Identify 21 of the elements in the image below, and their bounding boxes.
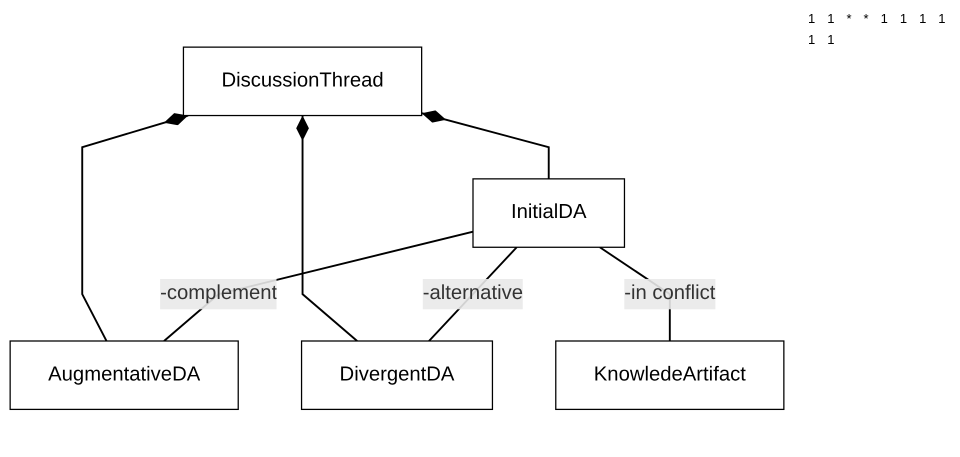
edge-label: -alternative [422, 282, 523, 304]
class-box: DivergentDA [300, 340, 494, 410]
multiplicity: 1 [880, 11, 888, 26]
composition-line [81, 113, 188, 342]
edge-label: -complement [160, 282, 278, 304]
multiplicity: 1 [900, 11, 908, 26]
multiplicity: 1 [808, 32, 816, 47]
composition-line [421, 110, 550, 180]
multiplicity: * [846, 11, 852, 26]
multiplicity: 1 [808, 11, 816, 26]
class-box: KnowledeArtifact [555, 340, 784, 410]
multiplicity: * [864, 11, 869, 26]
multiplicity: 1 [827, 32, 834, 47]
edge-label: -in conflict [624, 282, 716, 304]
composition-line [296, 116, 358, 342]
class-box: DiscussionThread [182, 46, 422, 116]
class-box: InitialDA [472, 178, 626, 248]
multiplicity: 1 [827, 11, 834, 26]
multiplicity: 1 [938, 11, 946, 26]
class-box: AugmentativeDA [10, 340, 239, 410]
multiplicity: 1 [919, 11, 926, 26]
